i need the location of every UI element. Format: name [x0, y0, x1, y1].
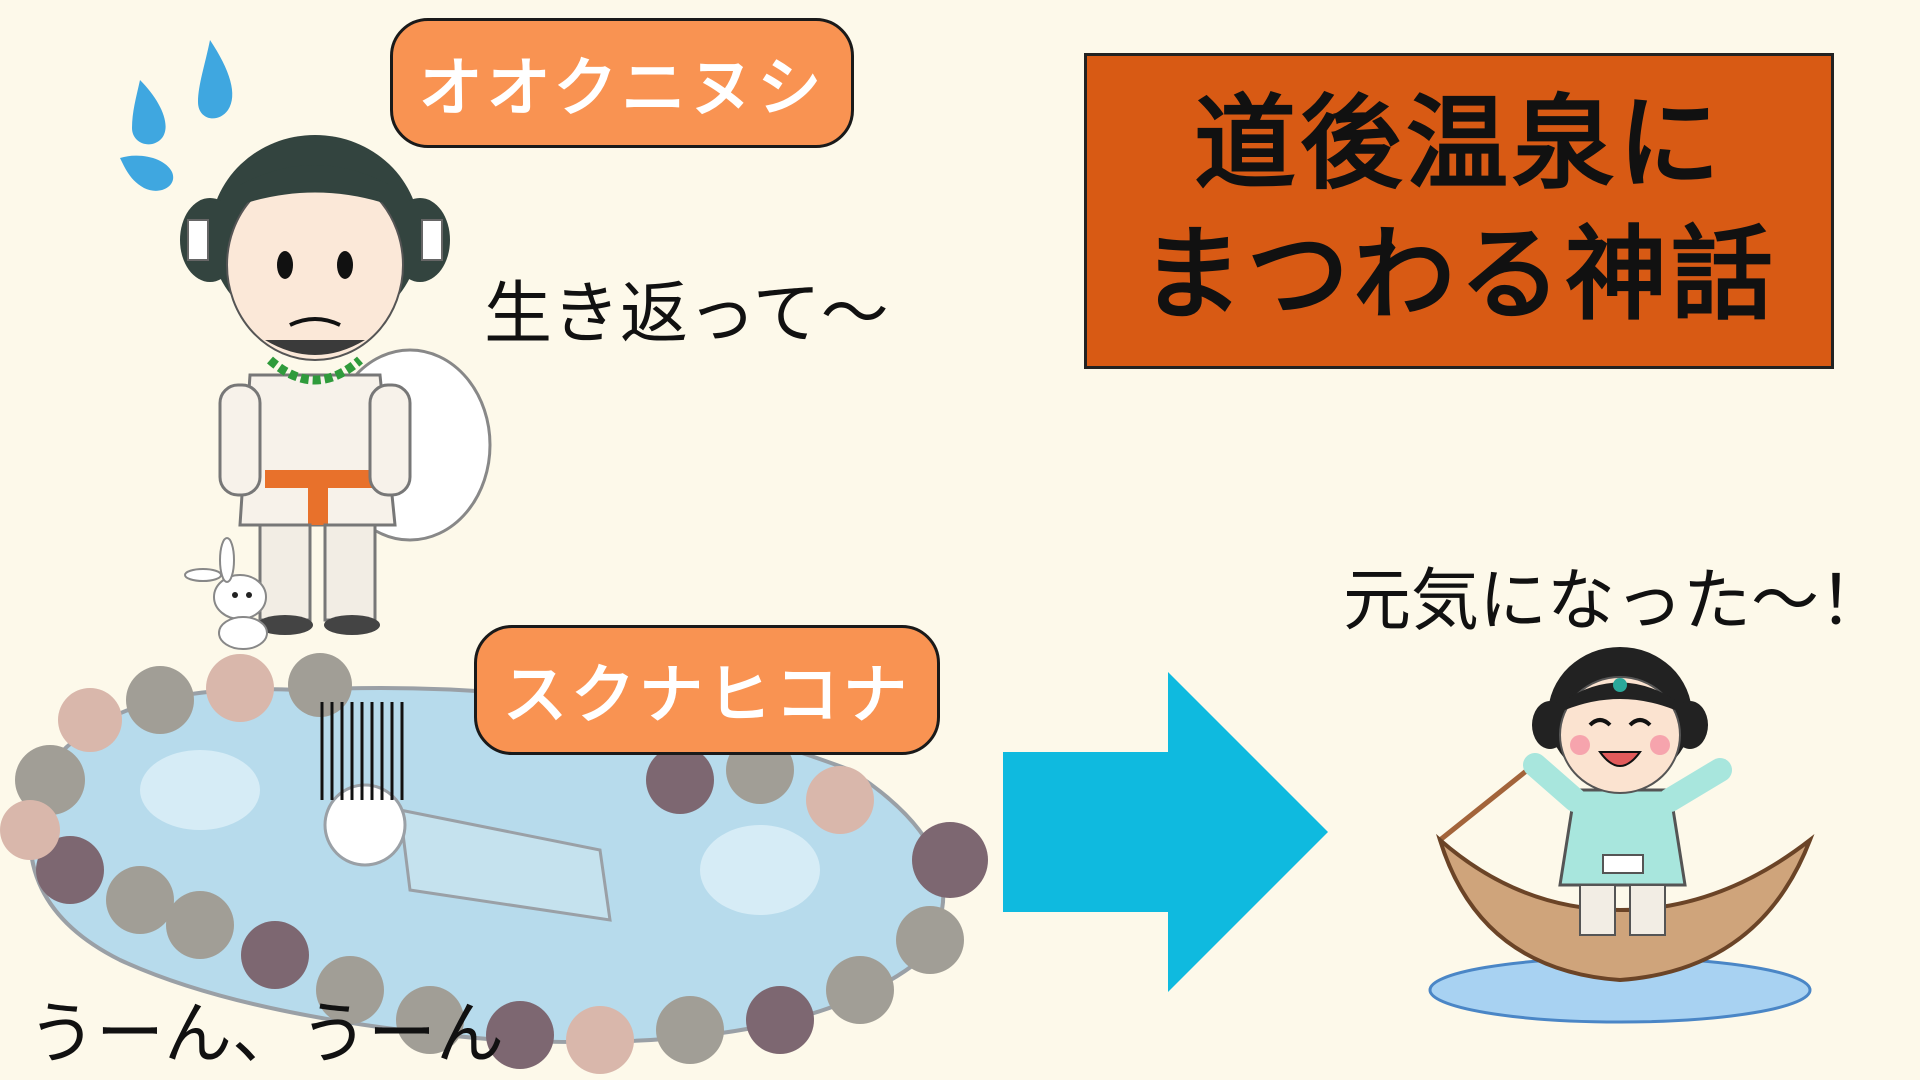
- title-box: 道後温泉に まつわる神話: [1084, 53, 1834, 369]
- right-arrow-icon: [1003, 672, 1328, 992]
- sukunahikona-bath-speech: うーん、うーん: [28, 995, 505, 1074]
- sweat-drops-icon: [120, 40, 233, 191]
- title-line-1: 道後温泉に: [1194, 85, 1724, 205]
- white-rabbit-illustration: [184, 537, 268, 650]
- title-line-2: まつわる神話: [1141, 216, 1777, 335]
- sukunahikona-name-label: スクナヒコナ: [474, 625, 940, 755]
- sukunahikona-recovered-speech: 元気になった〜！: [1343, 562, 1888, 641]
- okuninushi-illustration: [180, 135, 492, 635]
- okuninushi-name-label: オオクニヌシ: [390, 18, 854, 148]
- sukunahikona-boat-illustration: [1428, 647, 1815, 1024]
- okuninushi-speech: 生き返って〜: [484, 275, 889, 354]
